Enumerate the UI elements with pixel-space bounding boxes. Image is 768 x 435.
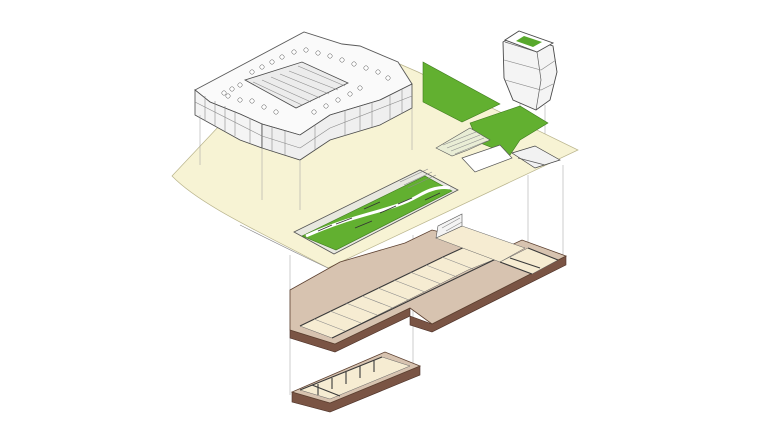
garden-steps <box>399 168 437 189</box>
basement-level-2 <box>290 351 422 413</box>
sunken-garden <box>293 168 459 255</box>
b1-east-walls <box>499 247 559 275</box>
b1-ramp <box>435 213 463 239</box>
lawn-steps <box>442 131 488 155</box>
roof-lanterns <box>221 47 391 115</box>
north-lawns <box>422 61 561 173</box>
atrium-skylight <box>243 61 349 109</box>
tower-roof-garden <box>516 36 542 47</box>
basement-level-1 <box>289 213 568 353</box>
building-columns <box>199 108 413 210</box>
pavilion <box>511 145 561 169</box>
plaza-pad <box>461 144 513 173</box>
b2-partitions <box>299 356 383 397</box>
facade-grid <box>194 89 413 155</box>
tower <box>502 30 558 111</box>
b1-corridor-bays <box>313 256 474 332</box>
main-building <box>194 31 413 210</box>
lawn-upper <box>422 61 501 123</box>
garden-benches <box>317 192 441 232</box>
skylight-ribs <box>252 65 346 106</box>
